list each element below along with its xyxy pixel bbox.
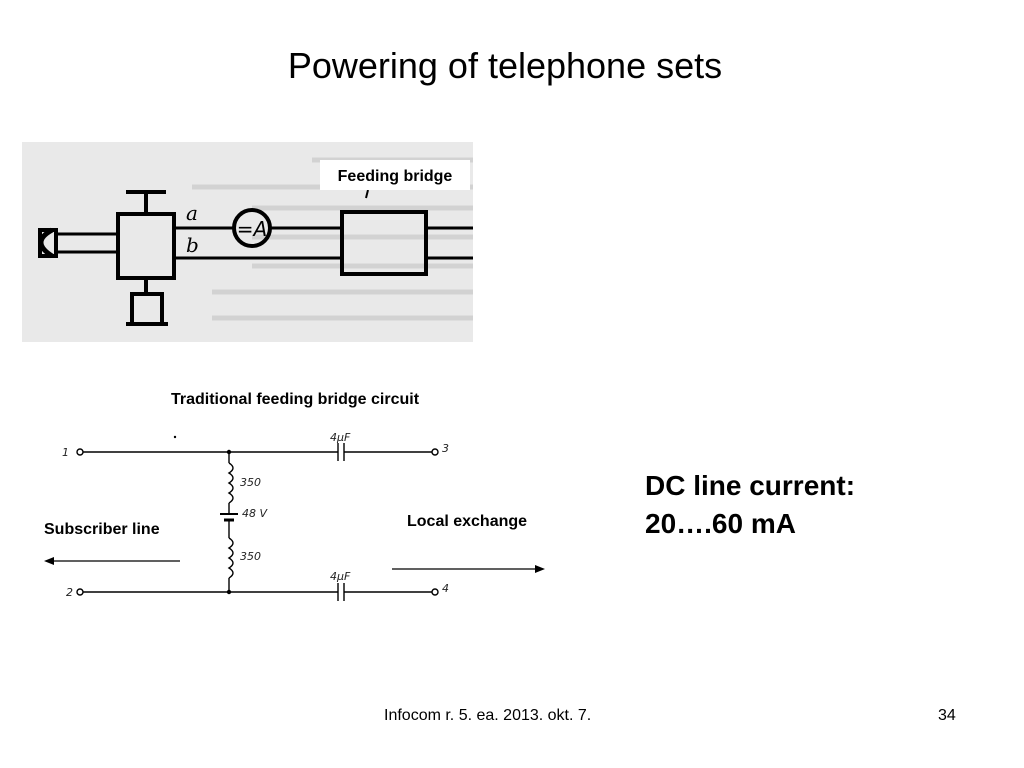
page-number: 34: [938, 707, 956, 724]
dc-line-current: DC line current: 20….60 mA: [645, 467, 855, 543]
subscriber-line-label: Subscriber line: [44, 521, 160, 538]
coil-bottom-label: 350: [240, 550, 261, 563]
coil-top-label: 350: [240, 476, 261, 489]
dc-line-current-range: 20….60 mA: [645, 508, 796, 539]
node-4-label: 4: [442, 582, 449, 595]
node-1-label: 1: [62, 446, 69, 459]
battery-label: 48 V: [242, 507, 268, 520]
feeding-bridge-box: [340, 210, 428, 276]
terminal-b-label: b: [186, 233, 199, 257]
dc-line-current-heading: DC line current:: [645, 470, 856, 501]
footer-source: Infocom r. 5. ea. 2013. okt. 7.: [384, 707, 592, 724]
coil-bottom: [227, 537, 234, 579]
meter-label: =A: [237, 217, 267, 241]
node-3-label: 3: [442, 442, 449, 455]
slide-title: Powering of telephone sets: [287, 45, 723, 86]
cap-bottom-label: 4μF: [330, 570, 351, 583]
scan-drawing: =A a b: [38, 157, 473, 326]
coil-top: [227, 462, 234, 504]
circuit-title: Traditional feeding bridge circuit: [170, 391, 420, 408]
node-2-label: 2: [66, 586, 73, 599]
local-exchange-label: Local exchange: [407, 513, 528, 530]
feeding-bridge-label: Feeding bridge: [320, 160, 470, 190]
cap-top-label: 4μF: [330, 431, 351, 444]
terminal-a-label: a: [186, 201, 198, 225]
